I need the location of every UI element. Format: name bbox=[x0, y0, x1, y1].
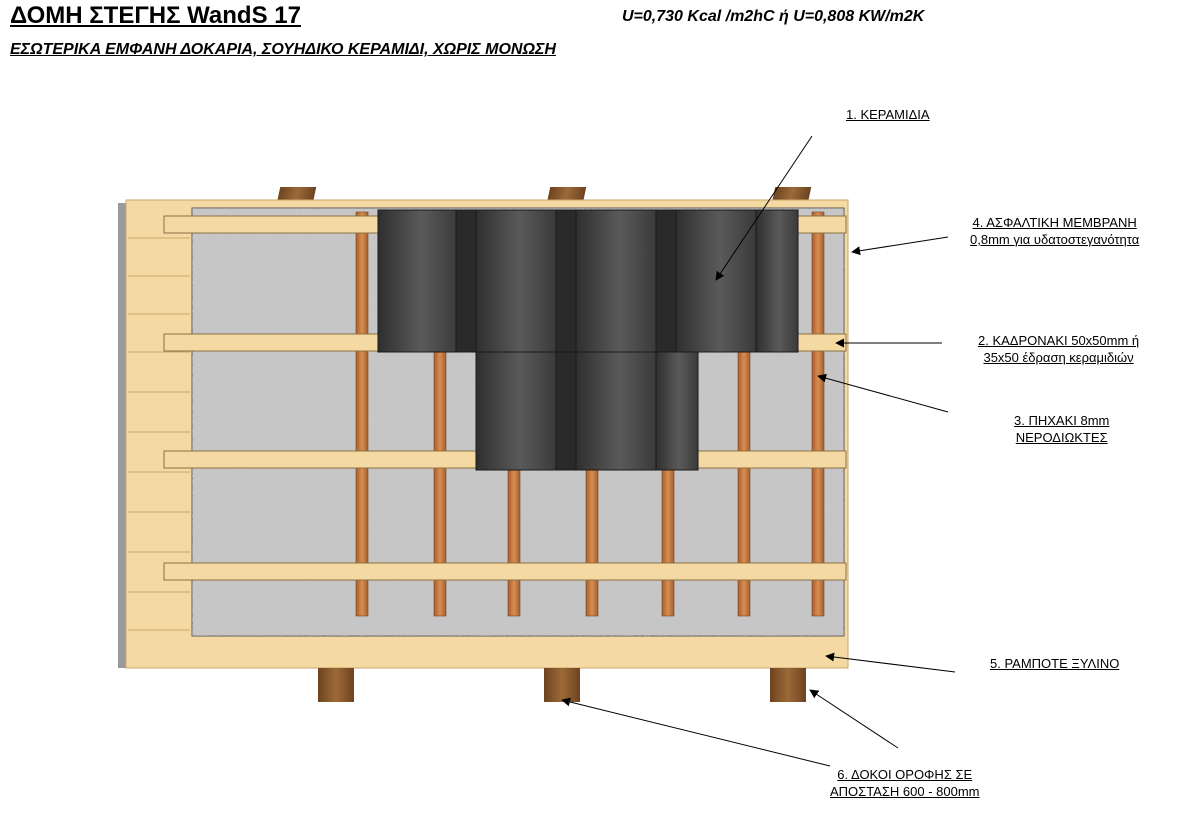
label-membrane: 4. ΑΣΦΑΛΤΙΚΗ ΜΕΜΒΡΑΝΗ 0,8mm για υδατοστε… bbox=[970, 214, 1139, 248]
label-battens-line2: 35x50 έδραση κεραμιδιών bbox=[983, 350, 1134, 365]
page-subtitle: ΕΣΩΤΕΡΙΚΑ ΕΜΦΑΝΗ ΔΟΚΑΡΙΑ, ΣΟΥΗΔΙΚΟ ΚΕΡΑΜ… bbox=[10, 41, 556, 58]
label-rafters: 6. ΔΟΚΟΙ ΟΡΟΦΗΣ ΣΕ ΑΠΟΣΤΑΣΗ 600 - 800mm bbox=[830, 766, 979, 800]
label-counter-battens-line2: ΝΕΡΟΔΙΩΚΤΕΣ bbox=[1015, 430, 1108, 445]
label-counter-battens: 3. ΠΗΧΑΚΙ 8mm ΝΕΡΟΔΙΩΚΤΕΣ bbox=[1014, 412, 1109, 446]
label-battens: 2. ΚΑΔΡΟΝΑΚΙ 50x50mm ή 35x50 έδραση κερα… bbox=[978, 332, 1139, 366]
label-tiles: 1. ΚΕΡΑΜΙΔΙΑ bbox=[846, 106, 930, 123]
label-battens-line1: 2. ΚΑΔΡΟΝΑΚΙ 50x50mm ή bbox=[978, 333, 1140, 348]
roof-tiles bbox=[377, 209, 799, 471]
label-tiles-text: 1. ΚΕΡΑΜΙΔΙΑ bbox=[846, 107, 930, 122]
boarding-shadow bbox=[118, 203, 128, 668]
label-rafters-line1: 6. ΔΟΚΟΙ ΟΡΟΦΗΣ ΣΕ bbox=[837, 767, 973, 782]
label-membrane-line2: 0,8mm για υδατοστεγανότητα bbox=[970, 232, 1140, 247]
leader-lines bbox=[561, 135, 956, 767]
label-rafters-line2: ΑΠΟΣΤΑΣΗ 600 - 800mm bbox=[830, 784, 980, 799]
label-counter-battens-line1: 3. ΠΗΧΑΚΙ 8mm bbox=[1014, 413, 1110, 428]
label-membrane-line1: 4. ΑΣΦΑΛΤΙΚΗ ΜΕΜΒΡΑΝΗ bbox=[972, 215, 1137, 230]
page-title: ΔΟΜΗ ΣΤΕΓΗΣ WandS 17 bbox=[10, 2, 301, 29]
label-boarding: 5. ΡΑΜΠΟΤΕ ΞΥΛΙΝΟ bbox=[990, 655, 1119, 672]
rafter-bottoms bbox=[318, 668, 806, 702]
u-value: U=0,730 Kcal /m2hC ή U=0,808 KW/m2K bbox=[622, 8, 925, 25]
label-boarding-text: 5. ΡΑΜΠΟΤΕ ΞΥΛΙΝΟ bbox=[990, 656, 1120, 671]
